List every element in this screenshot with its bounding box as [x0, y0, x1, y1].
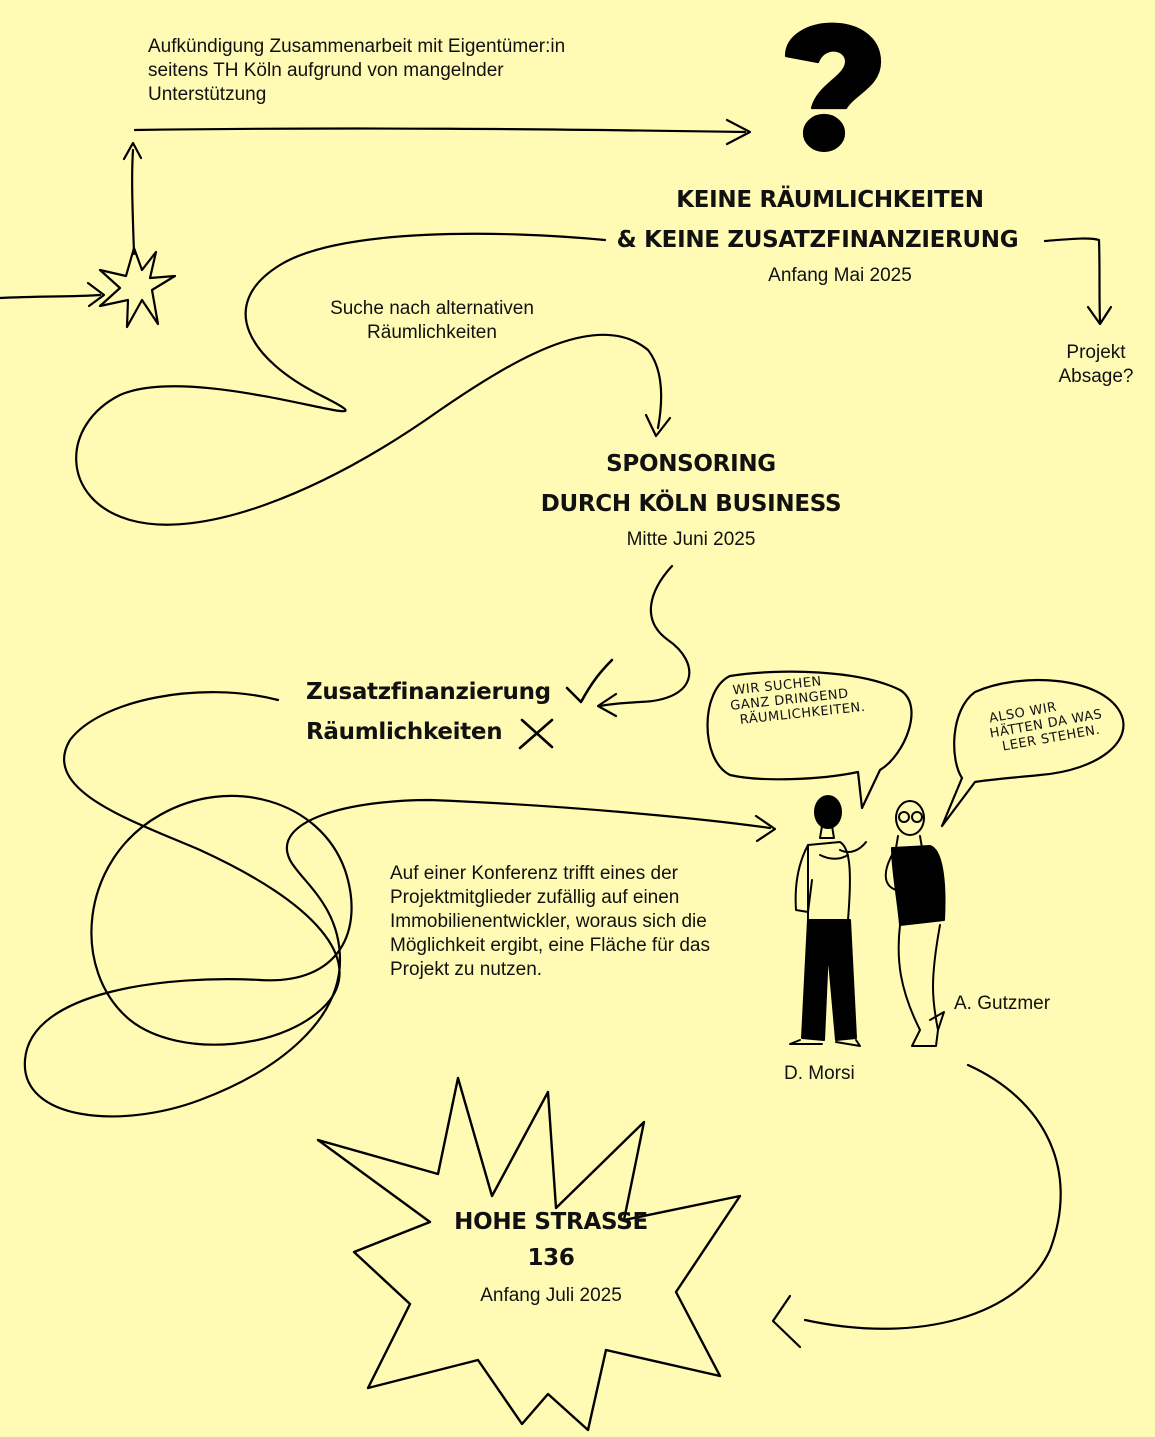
milestone-1-title-line1: KEINE RÄUMLICHKEITEN [676, 187, 984, 213]
scribble-arrow-head [754, 814, 777, 843]
cancel-arrow-line [1043, 237, 1102, 324]
cancel-arrow-head [1086, 305, 1113, 326]
question-mark-icon [784, 22, 882, 153]
bubble-morsi [706, 670, 913, 810]
person-morsi [789, 795, 867, 1047]
return-arrow-head [771, 1294, 802, 1349]
milestone-1-title-line2: & KEINE ZUSATZFINANZIERUNG [616, 227, 1019, 253]
up-arrow-line [131, 148, 136, 256]
status-funding: Zusatzfinanzierung [306, 679, 551, 705]
up-arrow-head [122, 141, 143, 161]
milestone-2-date: Mitte Juni 2025 [626, 529, 756, 550]
person-gutzmer [884, 800, 946, 1047]
milestone-2-title-line2: DURCH KÖLN BUSINESS [540, 491, 842, 517]
status-list: Zusatzfinanzierung Räumlichkeiten [306, 672, 566, 752]
check-icon [565, 658, 614, 704]
swirl-line-1 [75, 232, 663, 526]
milestone-3-title-line1: HOHE STRASSE [454, 1209, 648, 1235]
entry-arrow-head [86, 281, 106, 308]
milestone-1-title: KEINE RÄUMLICHKEITEN & KEINE ZUSATZFINAN… [600, 180, 1060, 260]
scribble-line [23, 691, 772, 1118]
cancel-note: Projekt Absage? [1058, 342, 1134, 387]
spiky-star-burst [316, 1076, 742, 1432]
milestone-1-date: Anfang Mai 2025 [768, 265, 912, 286]
status-rooms: Räumlichkeiten [306, 719, 503, 745]
top-arrow-head [725, 118, 752, 146]
burst-star-icon [98, 246, 177, 329]
bubble-gutzmer [940, 679, 1125, 828]
milestone-3-title-line2: 136 [527, 1245, 575, 1271]
milestone-3-title: HOHE STRASSE 136 [431, 1204, 671, 1276]
person-left-name: D. Morsi [784, 1063, 855, 1084]
person-right-name: A. Gutzmer [954, 993, 1051, 1014]
milestone-2-title-line1: SPONSORING [606, 451, 776, 477]
termination-note: Aufkündigung Zusammenarbeit mit Eigentüm… [148, 36, 566, 105]
milestone-2-title: SPONSORING DURCH KÖLN BUSINESS [491, 444, 891, 524]
loop-line-2 [598, 564, 691, 708]
top-arrow-line [133, 127, 747, 134]
entry-arrow-line [0, 293, 102, 300]
search-note: Suche nach alternativen Räumlichkeiten [330, 298, 534, 343]
return-arrow-line [803, 1063, 1062, 1330]
cross-icon [518, 718, 554, 750]
loop-arrow-head-2 [596, 692, 618, 718]
conference-note: Auf einer Konferenz trifft eines der Pro… [390, 863, 710, 980]
swirl-arrow-head-1 [644, 413, 672, 438]
milestone-3-date: Anfang Juli 2025 [480, 1285, 622, 1306]
